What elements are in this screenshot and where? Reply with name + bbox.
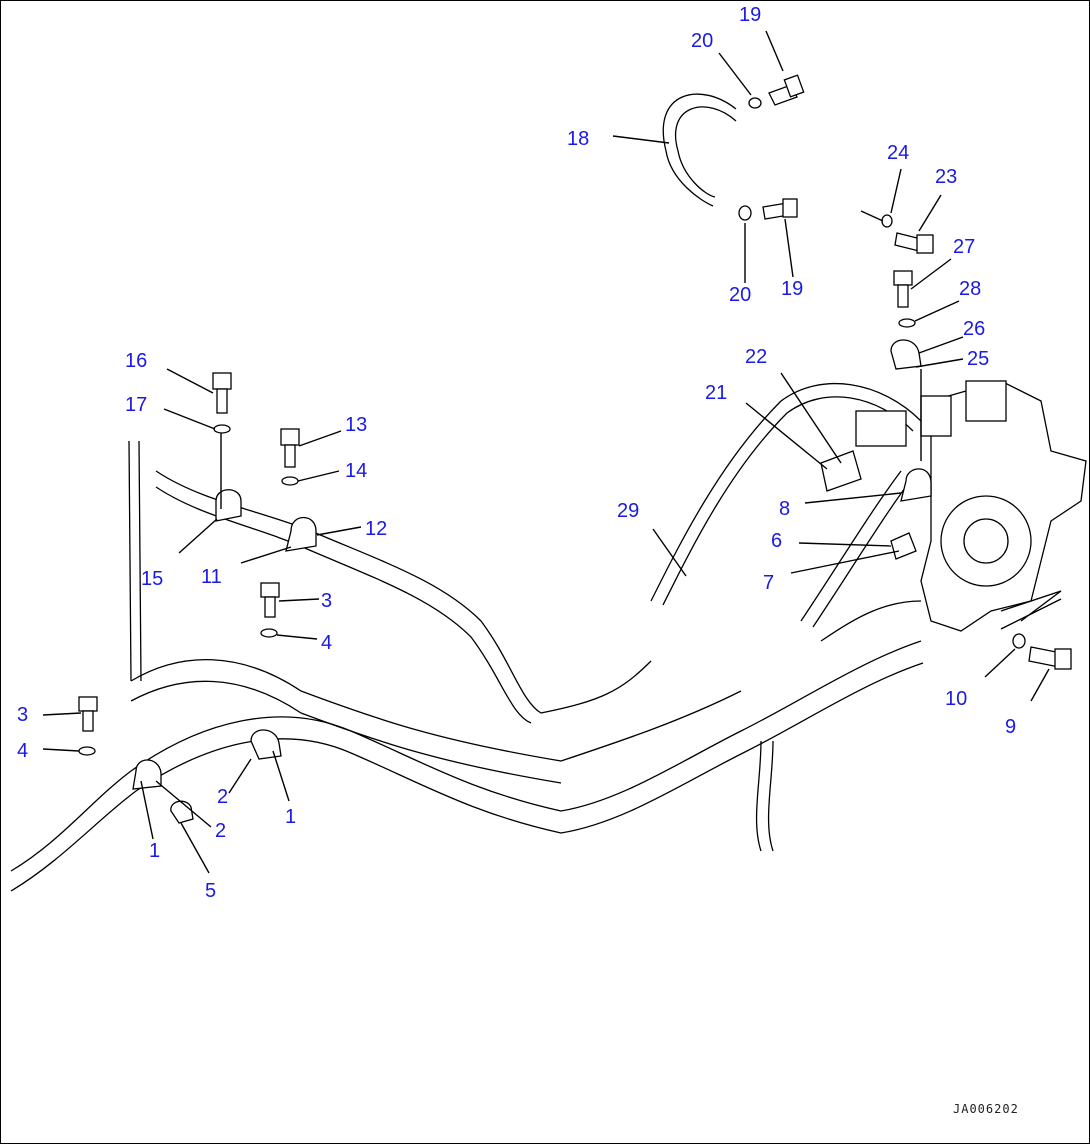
callout-3-left: 3	[17, 704, 28, 726]
callout-4-left: 4	[17, 740, 28, 762]
callout-9: 9	[1005, 716, 1016, 738]
callout-11: 11	[201, 566, 222, 588]
bolts-and-washers	[78, 74, 1072, 756]
callout-20-top: 20	[691, 30, 713, 52]
callout-21: 21	[705, 382, 727, 404]
callout-13: 13	[345, 414, 367, 436]
drawing-reference-code: JA006202	[953, 1102, 1019, 1116]
callout-1-right: 1	[285, 806, 296, 828]
callout-16: 16	[125, 350, 147, 372]
callout-10: 10	[945, 688, 967, 710]
callout-4-center: 4	[321, 632, 332, 654]
callout-14: 14	[345, 460, 367, 482]
callout-6: 6	[771, 530, 782, 552]
callout-19-bottom: 19	[781, 278, 803, 300]
callout-19-top: 19	[739, 4, 761, 26]
callout-25: 25	[967, 348, 989, 370]
callout-2-a: 2	[217, 786, 228, 808]
callout-5: 5	[205, 880, 216, 902]
callout-24: 24	[887, 142, 909, 164]
callout-27: 27	[953, 236, 975, 258]
callout-12: 12	[365, 518, 387, 540]
callout-1-left: 1	[149, 840, 160, 862]
callout-22: 22	[745, 346, 767, 368]
callout-3-center: 3	[321, 590, 332, 612]
callout-28: 28	[959, 278, 981, 300]
callout-7: 7	[763, 572, 774, 594]
leader-lines	[42, 30, 1062, 874]
valve-body	[855, 380, 1087, 632]
callout-26: 26	[963, 318, 985, 340]
callout-2-b: 2	[215, 820, 226, 842]
callout-23: 23	[935, 166, 957, 188]
callout-17: 17	[125, 394, 147, 416]
clamps	[132, 339, 932, 824]
callout-20-bottom: 20	[729, 284, 751, 306]
callout-29: 29	[617, 500, 639, 522]
callout-18: 18	[567, 128, 589, 150]
callout-15: 15	[141, 568, 163, 590]
hose-lines	[10, 93, 924, 892]
callout-8: 8	[779, 498, 790, 520]
callout-labels: 19 20 18 20 19 24 23 27 28 26 25 22 21 8…	[17, 4, 1016, 902]
